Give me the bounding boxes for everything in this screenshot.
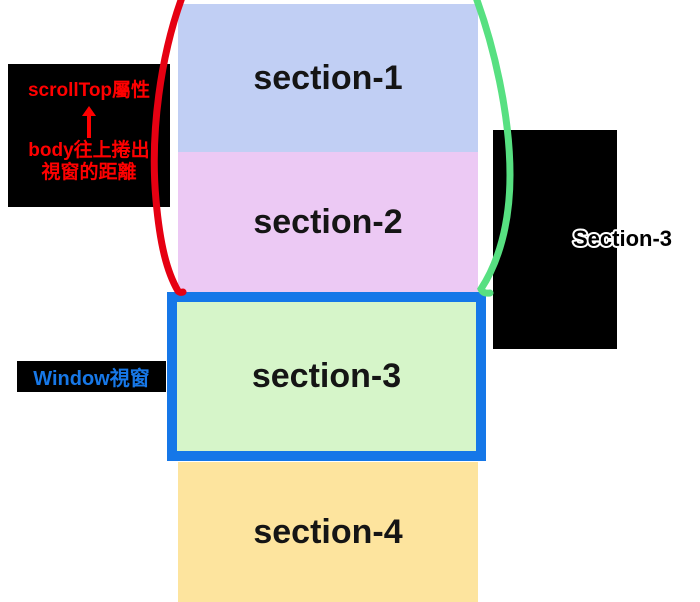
section-2-box: section-2 xyxy=(178,152,478,292)
section-3-label: section-3 xyxy=(251,357,402,395)
window-annotation: Window視窗 xyxy=(17,361,166,392)
window-annotation-label: Window視窗 xyxy=(33,368,150,390)
viewport-window-box: section-3 xyxy=(167,292,486,461)
right-black-panel xyxy=(493,130,617,349)
section-2-label: section-2 xyxy=(253,202,403,241)
scrolltop-annotation-title: scrollTop屬性 xyxy=(27,80,151,101)
scrolltop-annotation: scrollTop屬性 body往上捲出 視窗的距離 xyxy=(8,64,170,207)
scrolltop-annotation-line2: 視窗的距離 xyxy=(41,162,137,183)
section-1-box: section-1 xyxy=(178,4,478,152)
right-section-label-text: Section-3 xyxy=(573,226,672,251)
up-arrow-icon xyxy=(82,106,96,138)
section-4-label: section-4 xyxy=(253,512,403,551)
section-4-box: section-4 xyxy=(178,462,478,602)
right-section-label: Section-3 xyxy=(571,224,674,253)
section-1-label: section-1 xyxy=(253,58,403,97)
scrolltop-annotation-line1: body往上捲出 xyxy=(28,140,150,161)
